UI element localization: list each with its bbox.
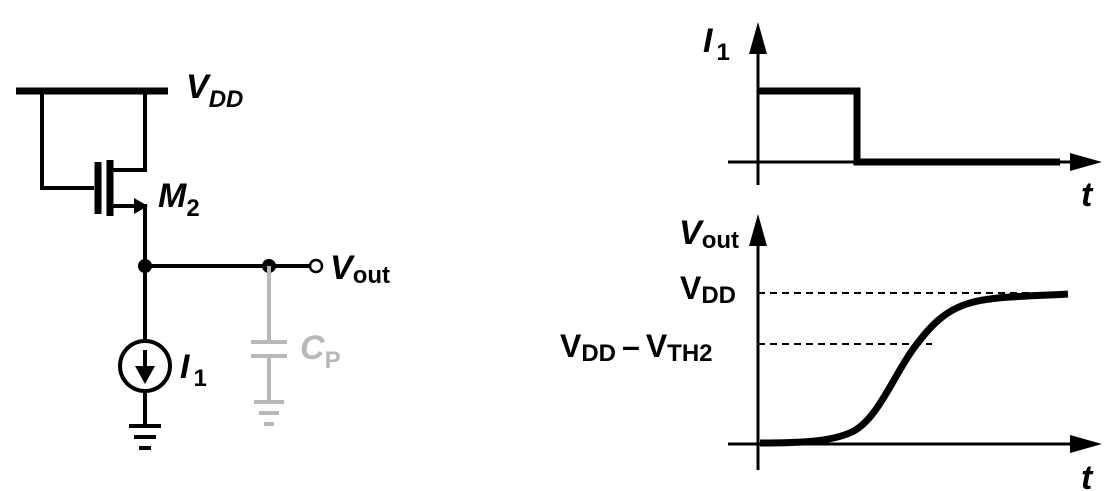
drain-wire: [112, 91, 147, 172]
source-wire: [112, 204, 147, 266]
i1-x-arrow-icon: [1070, 153, 1102, 171]
current-arrow-icon: [135, 366, 155, 384]
vdd-label: VDD: [186, 68, 243, 113]
source-arrow-icon: [134, 198, 148, 214]
vdd-level-label: VDD: [680, 270, 736, 309]
vout-y-arrow-icon: [749, 214, 767, 246]
cap-ground-icon: [254, 400, 284, 426]
output-terminal: [308, 258, 324, 274]
vth-level-label: VDD–VTH2: [560, 328, 713, 367]
i1-waveform: [758, 87, 1060, 166]
vout-axis-label: Vout: [679, 214, 739, 254]
graph-vout: Vout t VDD VDD–VTH2: [560, 214, 1102, 491]
vout-x-arrow-icon: [1070, 435, 1102, 453]
ground-icon: [129, 424, 161, 450]
gate-wire: [40, 91, 94, 190]
i1-y-arrow-icon: [749, 22, 767, 54]
cp-label: CP: [300, 329, 341, 374]
vout-label: Vout: [330, 249, 390, 289]
vout-waveform: [759, 290, 1069, 447]
m2-label: M2: [158, 177, 200, 222]
vout-t-label: t: [1081, 459, 1094, 491]
i1-t-label: t: [1081, 176, 1094, 214]
